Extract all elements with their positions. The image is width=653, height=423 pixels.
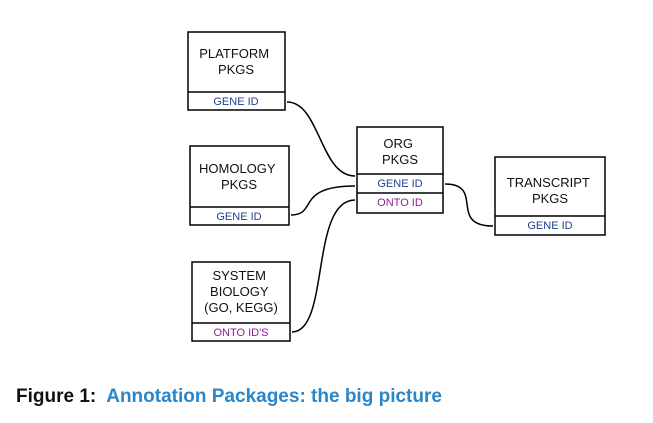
system-biology-box: SYSTEM BIOLOGY (GO, KEGG) ONTO ID'S [191, 261, 291, 342]
figure-label: Figure 1: [16, 386, 97, 407]
org-title-line-1: ORG [383, 136, 413, 151]
system-onto-ids-port: ONTO ID'S [213, 327, 268, 339]
system-title: SYSTEM BIOLOGY (GO, KEGG) [204, 268, 278, 315]
platform-box-frame [187, 31, 286, 111]
transcript-box-frame [494, 156, 606, 236]
platform-gene-id-port: GENE ID [213, 96, 258, 108]
transcript-title: TRANSCRIPT PKGS [507, 175, 593, 206]
figure-caption: Figure 1: Annotation Packages: the big pi… [16, 386, 442, 408]
platform-pkgs-box: PLATFORM PKGS GENE ID [187, 31, 286, 111]
platform-title: PLATFORM PKGS [199, 46, 272, 77]
connector-org-transcript [444, 183, 494, 227]
connector-homology-org [290, 185, 356, 216]
homology-title-line-1: HOMOLOGY [199, 161, 276, 176]
platform-title-line-1: PLATFORM [199, 46, 269, 61]
org-onto-id-port: ONTO ID [377, 197, 423, 209]
connector-platform-org [286, 101, 356, 177]
homology-title-line-2: PKGS [221, 177, 257, 192]
org-title: ORG PKGS [382, 136, 418, 167]
org-box-frame [356, 126, 444, 214]
system-title-line-2: BIOLOGY [210, 284, 269, 299]
org-title-line-2: PKGS [382, 152, 418, 167]
homology-title: HOMOLOGY PKGS [199, 161, 279, 192]
homology-box-frame [189, 145, 290, 226]
transcript-pkgs-box: TRANSCRIPT PKGS GENE ID [494, 156, 606, 236]
figure-title: Annotation Packages: the big picture [106, 386, 442, 407]
system-title-line-1: SYSTEM [212, 268, 265, 283]
org-gene-id-port: GENE ID [377, 178, 422, 190]
transcript-title-line-2: PKGS [532, 191, 568, 206]
system-box-frame [191, 261, 291, 342]
org-pkgs-box: ORG PKGS GENE ID ONTO ID [356, 126, 444, 214]
homology-pkgs-box: HOMOLOGY PKGS GENE ID [189, 145, 290, 226]
connector-system-org [291, 199, 356, 333]
transcript-title-line-1: TRANSCRIPT [507, 175, 590, 190]
system-title-line-3: (GO, KEGG) [204, 300, 278, 315]
homology-gene-id-port: GENE ID [216, 211, 261, 223]
transcript-gene-id-port: GENE ID [527, 220, 572, 232]
platform-title-line-2: PKGS [218, 62, 254, 77]
